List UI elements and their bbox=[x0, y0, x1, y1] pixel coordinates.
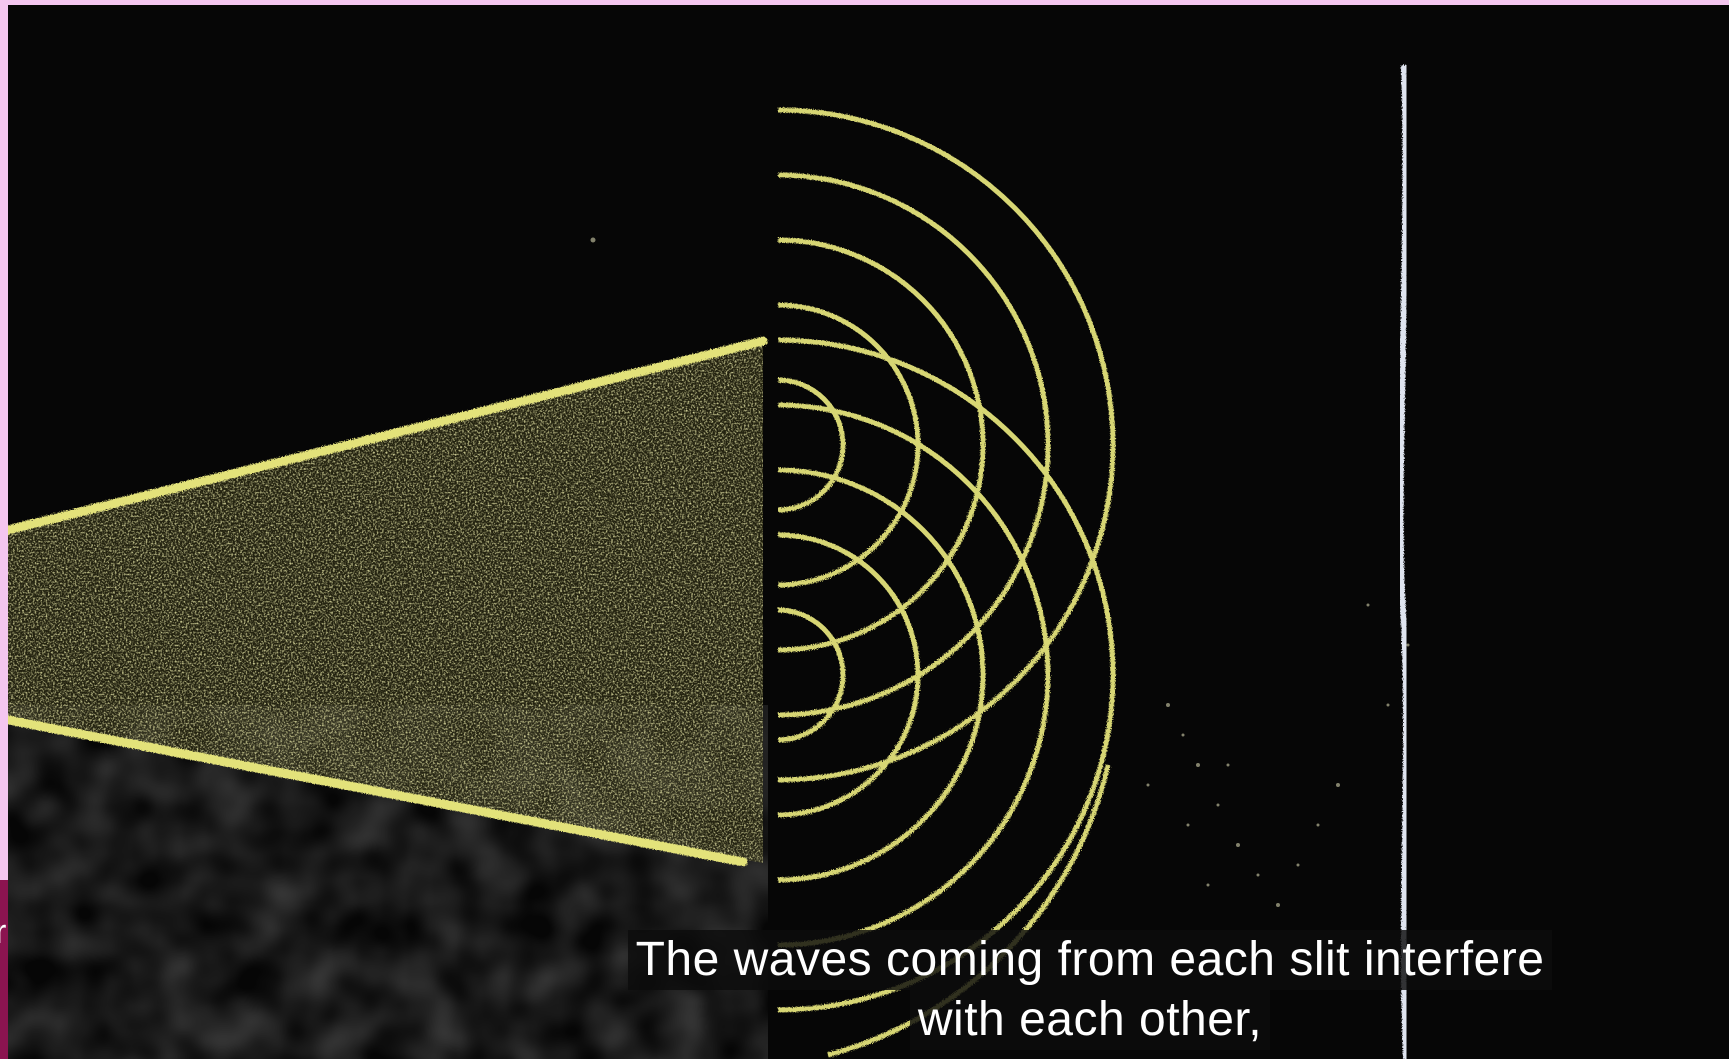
caption-line-2: with each other, bbox=[909, 990, 1271, 1050]
video-frame-chalk-drawing bbox=[8, 64, 1410, 1059]
side-panel-partial-text: r bbox=[0, 913, 7, 951]
video-caption: The waves coming from each slit interfer… bbox=[568, 930, 1612, 1050]
chalk-speckles bbox=[590, 237, 1410, 907]
caption-line-1: The waves coming from each slit interfer… bbox=[627, 930, 1553, 990]
video-player[interactable]: The waves coming from each slit interfer… bbox=[8, 5, 1729, 1059]
interference-waves bbox=[777, 107, 1116, 1058]
detection-screen bbox=[1397, 64, 1409, 1059]
side-panel-edge bbox=[0, 0, 8, 1059]
side-panel-accent bbox=[0, 880, 8, 1059]
